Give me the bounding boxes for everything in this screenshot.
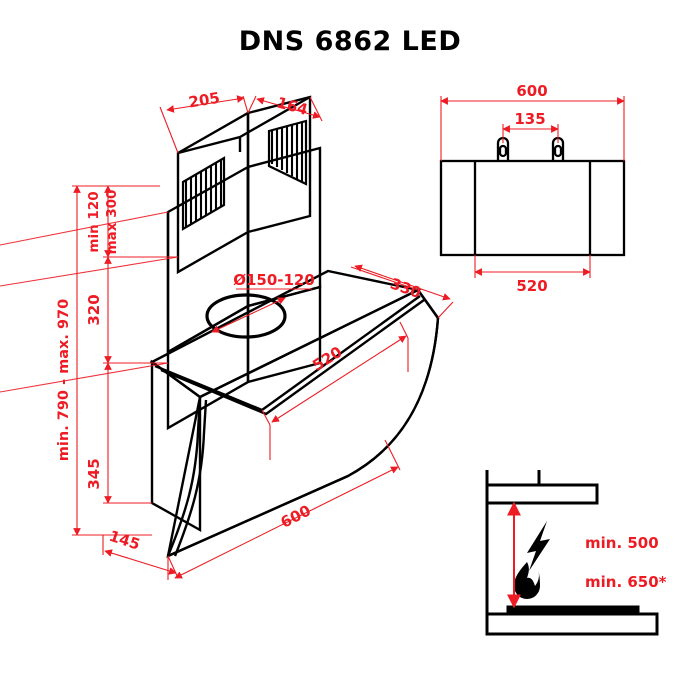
dim-145 [104,549,177,575]
chimney-vent-upper [270,122,304,182]
dim-label-320: 320 [85,294,103,325]
dim-label-topview-520: 520 [516,277,547,295]
page-title: DNS 6862 LED [238,26,462,57]
clearance-hood-box [485,483,599,505]
chimney-mid-front-face [166,167,250,352]
dim-164-line [256,97,321,119]
ext-520-b [399,321,409,339]
dim-label-600-width: 600 [278,501,314,531]
ext-520-a [261,409,271,426]
dim-label-min120: min 120 [86,191,102,252]
ext-330-b [437,301,454,319]
dim-label-330: 330 [388,274,424,302]
clearance-hob-plate [506,605,640,616]
leader-diameter [211,297,286,333]
dim-label-topview-135: 135 [514,110,545,128]
dim-520 [271,335,407,423]
dim-label-total-height: min. 790 - max. 970 [56,299,72,461]
chimney-vent-upper-frame [267,119,308,186]
ext-205-left [159,106,179,154]
guide-d [0,362,169,393]
ext-145-b [167,555,179,579]
dim-label-outlet-diameter: Ø150-120 [233,271,315,289]
guide-b [0,256,179,287]
chimney-vent-front-frame [181,156,226,231]
clearance-view-geometry [485,470,659,636]
dim-330 [354,264,451,301]
dim-205-line [166,95,245,113]
clearance-label-electric: min. 500 [585,534,659,552]
chimney-vent-front [184,160,223,227]
glass-panel-right-curve [347,317,440,478]
top-view-outer-rect [439,159,626,257]
dim-600 [174,466,399,579]
guide-a [0,211,169,246]
top-view-bracket-left-slot [498,144,508,158]
ext-600-b [384,439,401,471]
dim-label-topview-600: 600 [516,82,547,100]
dim-label-520: 520 [309,343,345,375]
dim-label-345: 345 [85,458,103,489]
dim-label-max300: max 300 [104,190,120,255]
top-view-bracket-right-slot [553,144,563,158]
clearance-label-gas: min. 650* [585,573,667,591]
dim-label-164: 164 [275,93,310,118]
dim-label-145: 145 [107,527,142,554]
ext-164-right [309,96,323,122]
ext-164-left [247,95,257,114]
lightning-bolt-icon [527,521,550,571]
dim-label-205: 205 [187,89,221,112]
